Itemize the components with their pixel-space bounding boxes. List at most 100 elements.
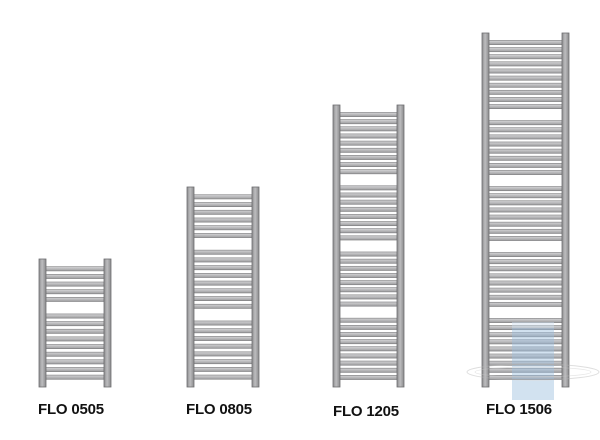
rail-bar <box>487 186 563 192</box>
rail-bar <box>487 61 563 67</box>
rail-bar <box>487 89 563 95</box>
model-label-flo-0505: FLO 0505 <box>38 401 104 418</box>
rail-bar <box>192 249 253 255</box>
rail-bar <box>338 346 398 352</box>
rail-bar <box>192 273 253 278</box>
rail-bar <box>338 367 398 373</box>
rail-bar <box>487 170 563 175</box>
rail-bar <box>192 209 253 215</box>
rail-bar <box>338 119 398 125</box>
rail-bar <box>338 185 398 191</box>
model-label-flo-1506: FLO 1506 <box>486 401 552 418</box>
rail-bar <box>487 104 563 109</box>
rail-bar <box>338 192 398 198</box>
rail-bar <box>192 217 253 223</box>
rail-bar <box>487 120 563 126</box>
rail-bar <box>487 47 563 53</box>
rail-bar <box>487 228 563 234</box>
rail-bar <box>338 294 398 300</box>
rail-bar <box>487 155 563 161</box>
rail-bar <box>338 169 398 175</box>
rail-bar <box>192 320 253 326</box>
rail-bar <box>487 236 563 241</box>
rail-bar <box>44 344 105 350</box>
rail-bar <box>44 266 105 272</box>
rail-bar <box>338 360 398 366</box>
rail-bar <box>487 301 563 307</box>
rail-bar <box>192 336 253 341</box>
left-rail <box>332 104 341 388</box>
rail-bar <box>487 221 563 227</box>
rail-bar <box>338 353 398 359</box>
rail-bar <box>338 162 398 167</box>
rail-bar <box>44 281 105 287</box>
rail-bar <box>44 351 105 357</box>
rail-bar <box>44 274 105 279</box>
rail-bar <box>192 194 253 200</box>
rail-bar <box>487 134 563 140</box>
rail-bar <box>192 328 253 334</box>
rail-bar <box>487 273 563 279</box>
rail-bar <box>338 324 398 330</box>
rail-bar <box>338 112 398 117</box>
left-rail <box>38 258 47 388</box>
rail-bar <box>487 141 563 147</box>
rail-bar <box>487 193 563 199</box>
rail-bar <box>487 163 563 168</box>
logo-watermark-icon <box>466 322 600 400</box>
rail-bar <box>487 127 563 133</box>
rail-bar <box>487 214 563 220</box>
rail-bar <box>192 359 253 365</box>
rail-bar <box>487 75 563 81</box>
rail-bar <box>192 225 253 231</box>
rail-bar <box>338 317 398 323</box>
rail-bar <box>44 367 105 372</box>
rail-bar <box>338 140 398 146</box>
rail-bar <box>338 280 398 286</box>
rail-bar <box>338 147 398 153</box>
left-rail <box>481 32 490 388</box>
radiator-flo-0505 <box>38 258 112 388</box>
rail-bar <box>338 301 398 307</box>
rail-bar <box>192 280 253 286</box>
rail-bar <box>338 251 398 257</box>
radiator-flo-1506 <box>481 32 570 388</box>
rail-bar <box>192 265 253 271</box>
rail-bar <box>338 214 398 219</box>
rail-bar <box>487 97 563 102</box>
rail-bar <box>44 313 105 319</box>
rail-bar <box>192 296 253 301</box>
right-rail <box>103 258 112 388</box>
rail-bar <box>192 257 253 263</box>
rail-bar <box>192 367 253 372</box>
rail-bar <box>338 133 398 139</box>
rail-bar <box>487 294 563 300</box>
right-rail <box>251 186 260 388</box>
radiator-flo-1205 <box>332 104 405 388</box>
radiator-flo-0805 <box>186 186 260 388</box>
rail-bar <box>338 273 398 278</box>
rail-bar <box>338 235 398 241</box>
rail-bar <box>192 351 253 357</box>
rail-bar <box>487 68 563 74</box>
rail-bar <box>487 280 563 286</box>
rail-bar <box>487 252 563 257</box>
rail-bar <box>487 287 563 293</box>
rail-bar <box>338 221 398 227</box>
rail-bar <box>338 199 398 205</box>
rail-bar <box>487 318 563 323</box>
rail-bar <box>44 289 105 295</box>
rail-bar <box>44 336 105 342</box>
rail-bar <box>192 288 253 294</box>
rail-bar <box>192 343 253 349</box>
rail-bar <box>192 233 253 238</box>
rail-bar <box>487 266 563 272</box>
rail-bar <box>338 228 398 234</box>
rail-bar <box>487 259 563 265</box>
rail-bar <box>338 155 398 160</box>
rail-bar <box>192 374 253 380</box>
rail-bar <box>487 40 563 45</box>
rail-bar <box>44 328 105 334</box>
